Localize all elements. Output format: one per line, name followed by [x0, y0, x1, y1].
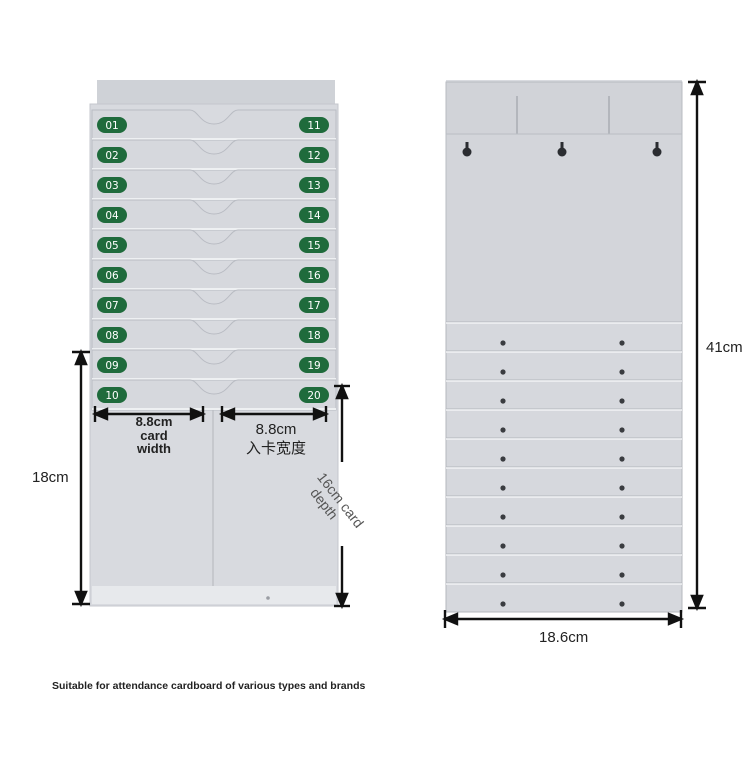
side-slat	[445, 582, 683, 613]
slot-number-right: 12	[307, 150, 320, 162]
card-pocket: 03 13	[91, 169, 337, 201]
mounting-panel	[445, 133, 683, 323]
side-slat	[445, 524, 683, 555]
card-pocket: 09 19	[91, 349, 337, 381]
card-pocket: 04 14	[91, 199, 337, 231]
slot-number-left: 08	[105, 330, 118, 342]
front-view: 01 11 02 12 03 13 04 14 05 15 06 16 07 17 08 18 09 19 10 20	[89, 80, 339, 607]
card-pockets: 01 11 02 12 03 13 04 14 05 15 06 16 07 17 08 18 09 19 10 20	[91, 109, 337, 411]
side-slat	[445, 379, 683, 410]
top-compartments	[445, 81, 683, 135]
slot-number-right: 16	[307, 270, 321, 282]
slot-number-left: 07	[105, 300, 118, 312]
card-pocket: 05 15	[91, 229, 337, 261]
slot-number-left: 01	[105, 120, 118, 132]
dim-card-width-left-label: 8.8cm card width	[118, 415, 190, 456]
slot-badge-left: 07	[97, 297, 127, 313]
slot-badge-right: 12	[299, 147, 329, 163]
slot-badge-left: 10	[97, 387, 127, 403]
slot-number-right: 17	[307, 300, 320, 312]
side-slat	[445, 437, 683, 468]
side-view	[445, 80, 683, 613]
slot-badge-left: 05	[97, 237, 127, 253]
slot-badge-right: 16	[299, 267, 329, 283]
card-pocket: 06 16	[91, 259, 337, 291]
dim-card-width-right-label: 8.8cm 入卡宽度	[234, 422, 318, 457]
dim-card-width-left-value: 8.8cm	[135, 414, 173, 429]
slot-number-right: 15	[307, 240, 320, 252]
front-base	[92, 586, 336, 604]
front-screw	[266, 596, 270, 600]
slot-number-left: 03	[105, 180, 118, 192]
card-pocket: 01 11	[91, 109, 337, 141]
slot-badge-right: 19	[299, 357, 329, 373]
slot-badge-left: 08	[97, 327, 127, 343]
side-slat	[445, 408, 683, 439]
dim-card-width-left-sub: card	[140, 427, 168, 443]
side-slats	[445, 321, 683, 613]
card-pocket: 08 18	[91, 319, 337, 351]
side-slat	[445, 321, 683, 352]
slot-number-right: 20	[307, 390, 320, 402]
slot-badge-left: 03	[97, 177, 127, 193]
slot-number-left: 02	[105, 150, 118, 162]
dim-18-6cm-label: 18.6cm	[539, 629, 589, 646]
slot-badge-left: 06	[97, 267, 127, 283]
slot-badge-right: 15	[299, 237, 329, 253]
slot-number-left: 04	[105, 210, 119, 222]
dim-41cm-label: 41cm	[706, 339, 743, 356]
dim-card-width-right-value: 8.8cm	[255, 421, 297, 438]
side-slat	[445, 553, 683, 584]
slot-number-left: 10	[105, 390, 118, 402]
side-slat	[445, 495, 683, 526]
slot-badge-right: 20	[299, 387, 329, 403]
slot-number-right: 18	[307, 330, 320, 342]
slot-badge-right: 13	[299, 177, 329, 193]
slot-badge-right: 18	[299, 327, 329, 343]
side-slat	[445, 350, 683, 381]
side-slat	[445, 466, 683, 497]
card-pocket: 10 20	[91, 379, 337, 411]
dim-card-width-left-sub2: width	[137, 441, 171, 457]
slot-badge-left: 01	[97, 117, 127, 133]
card-pocket: 07 17	[91, 289, 337, 321]
hanging-holes	[462, 142, 662, 157]
slot-badge-right: 14	[299, 207, 329, 223]
slot-number-right: 19	[307, 360, 320, 372]
slot-number-right: 11	[307, 120, 320, 132]
slot-number-left: 06	[105, 270, 119, 282]
slot-badge-right: 11	[299, 117, 329, 133]
caption: Suitable for attendance cardboard of var…	[52, 680, 366, 692]
slot-number-left: 09	[105, 360, 118, 372]
dim-card-width-right-cn: 入卡宽度	[245, 439, 306, 457]
slot-badge-left: 04	[97, 207, 127, 223]
dimension-lines	[72, 78, 706, 628]
card-pocket: 02 12	[91, 139, 337, 171]
slot-number-right: 14	[307, 210, 321, 222]
slot-badge-left: 09	[97, 357, 127, 373]
slot-number-left: 05	[105, 240, 118, 252]
slot-badge-right: 17	[299, 297, 329, 313]
slot-number-right: 13	[307, 180, 320, 192]
slot-badge-left: 02	[97, 147, 127, 163]
dim-18cm-label: 18cm	[32, 469, 69, 486]
